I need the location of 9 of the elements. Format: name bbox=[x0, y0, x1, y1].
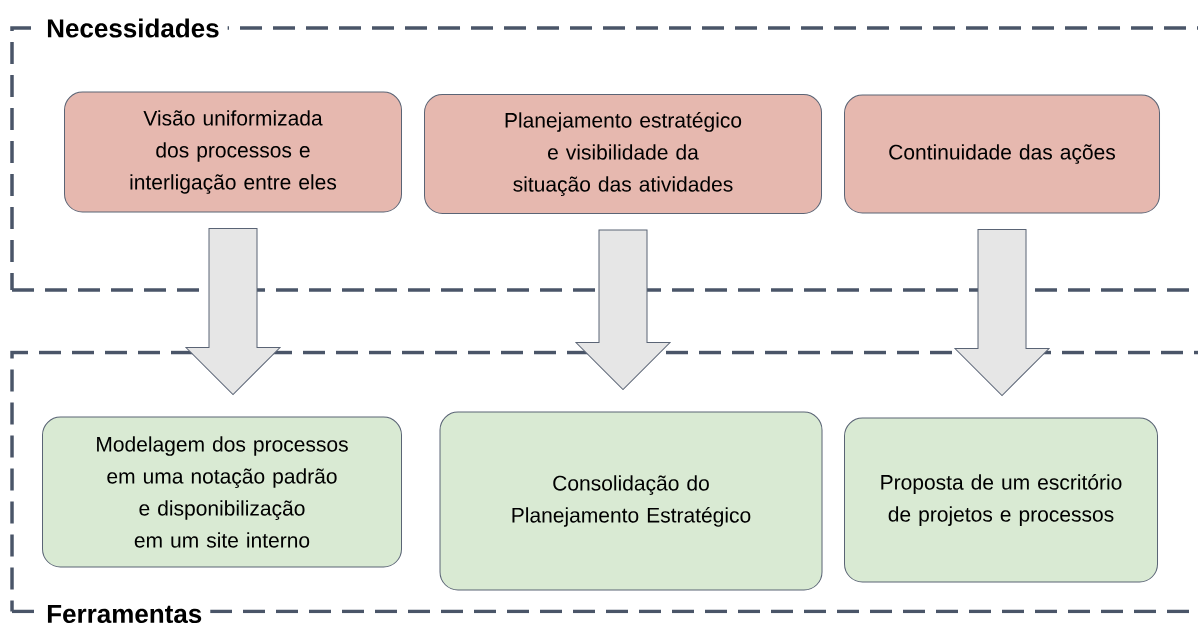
rounded-box: Planejamento estratégico e visibilidade da situação das atividades bbox=[424, 94, 822, 214]
rounded-box: Modelagem dos processos em uma notação padrão e disponibilização em um site interno bbox=[42, 416, 402, 568]
rounded-box: Proposta de um escritório de projetos e processos bbox=[844, 417, 1158, 583]
rounded-box: Visão uniformizada dos processos e interligação entre eles bbox=[64, 91, 402, 213]
rounded-box: Consolidação do Planejamento Estratégico bbox=[439, 411, 823, 591]
block-arrow bbox=[185, 228, 281, 395]
rounded-box: Continuidade das ações bbox=[844, 94, 1160, 214]
block-arrow bbox=[954, 229, 1050, 396]
block-arrow bbox=[575, 229, 671, 390]
